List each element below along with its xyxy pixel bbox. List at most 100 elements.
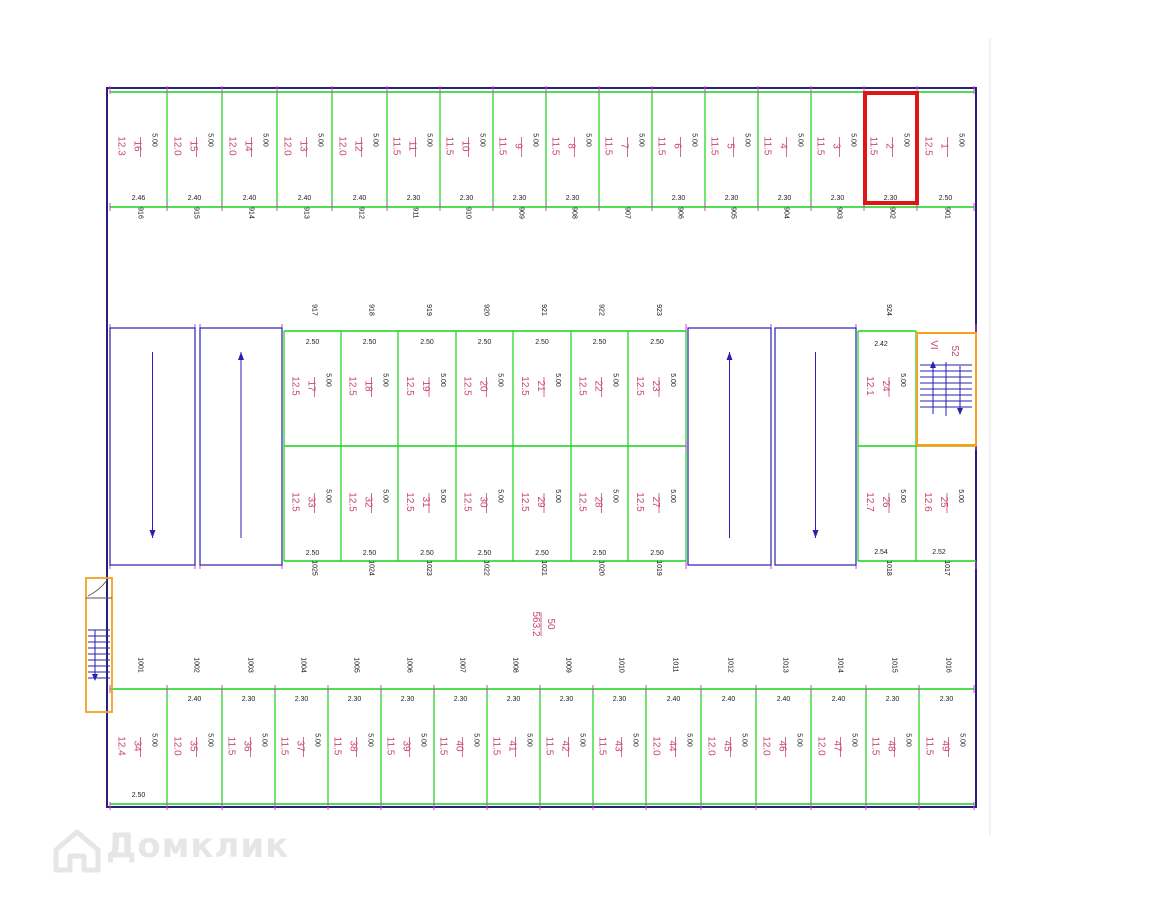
space-number: 28 (593, 496, 604, 508)
space-width: 2.30 (831, 195, 845, 202)
tick-marks (109, 86, 977, 810)
space-width: 2.50 (535, 339, 549, 346)
space-code: 1013 (782, 657, 789, 673)
space-number: 1 (939, 143, 950, 149)
space-code: 909 (518, 207, 525, 219)
space-depth: 5.00 (262, 133, 269, 147)
space-code: 1021 (540, 560, 547, 576)
space-number: 38 (348, 740, 359, 752)
space-number: 18 (363, 380, 374, 392)
space-code: 907 (624, 207, 631, 219)
aisle-number: 50 (545, 618, 556, 630)
space-area: 11.5 (226, 737, 237, 756)
ramp-3 (687, 327, 772, 566)
space-area: 12.5 (634, 492, 645, 512)
space-code: 1024 (368, 560, 375, 576)
space-number: 34 (132, 740, 143, 752)
space-number: 17 (306, 380, 317, 392)
space-number: 37 (295, 740, 306, 752)
space-number: 11 (407, 141, 418, 152)
space-width: 2.50 (363, 339, 377, 346)
space-depth: 5.00 (497, 489, 504, 503)
space-code: 921 (540, 304, 547, 316)
space-depth: 5.00 (959, 733, 966, 747)
space-code: 1004 (300, 657, 307, 673)
space-width: 2.50 (478, 339, 492, 346)
space-code: 1019 (655, 560, 662, 576)
space-code: 1023 (425, 560, 432, 576)
space-depth: 5.00 (420, 733, 427, 747)
space-width: 2.30 (940, 696, 954, 703)
space-width: 2.40 (188, 696, 202, 703)
space-code: 917 (311, 304, 318, 316)
space-number: 35 (188, 740, 199, 752)
space-width: 2.50 (363, 550, 377, 557)
space-code: 901 (944, 207, 951, 219)
space-number: 41 (507, 740, 518, 752)
grid-lines (109, 86, 977, 810)
space-area: 12.4 (116, 736, 127, 756)
space-code: 915 (193, 207, 200, 219)
space-code: 1020 (598, 560, 605, 576)
space-width: 2.30 (454, 696, 468, 703)
space-number: 45 (722, 740, 733, 752)
ramp-outline (774, 327, 857, 566)
space-number: 9 (513, 143, 524, 149)
space-width: 2.50 (650, 550, 664, 557)
space-area: 11.5 (924, 737, 935, 756)
space-number: 32 (363, 496, 374, 508)
space-area: 12.5 (923, 136, 934, 156)
space-code: 1022 (483, 560, 490, 576)
space-code: 1012 (727, 657, 734, 673)
space-code: 1014 (837, 657, 844, 673)
space-width: 2.50 (306, 339, 320, 346)
space-width: 2.50 (593, 550, 607, 557)
space-area: 12.0 (282, 136, 293, 156)
space-area: 11.5 (491, 737, 502, 756)
space-code: 914 (248, 207, 255, 219)
watermark-text: Домклик (106, 826, 290, 866)
space-depth: 5.00 (903, 133, 910, 147)
ramp-1 (109, 327, 196, 566)
space-width: 2.30 (295, 696, 309, 703)
space-area: 12.5 (462, 376, 473, 396)
space-area: 11.5 (815, 137, 826, 156)
space-area: 12.5 (634, 376, 645, 396)
space-width: 2.40 (722, 696, 736, 703)
space-depth: 5.00 (554, 373, 561, 387)
space-area: 11.5 (656, 137, 667, 156)
space-depth: 5.00 (382, 489, 389, 503)
space-code: 1005 (353, 657, 360, 673)
space-code: 1025 (311, 560, 318, 576)
space-area: 12.5 (519, 492, 530, 512)
space-width: 2.50 (535, 550, 549, 557)
space-area: 12.5 (290, 376, 301, 396)
domclick-logo-icon (52, 828, 102, 879)
space-width: 2.50 (939, 195, 953, 202)
space-width: 2.40 (667, 696, 681, 703)
space-area: 11.5 (279, 737, 290, 756)
space-code: 911 (412, 207, 419, 218)
space-width: 2.40 (188, 195, 202, 202)
space-area: 12.0 (172, 736, 183, 756)
ramps (109, 327, 857, 566)
space-area: 11.5 (868, 137, 879, 156)
space-number: 20 (478, 380, 489, 392)
space-number: 48 (886, 740, 897, 752)
space-code: 922 (598, 304, 605, 316)
